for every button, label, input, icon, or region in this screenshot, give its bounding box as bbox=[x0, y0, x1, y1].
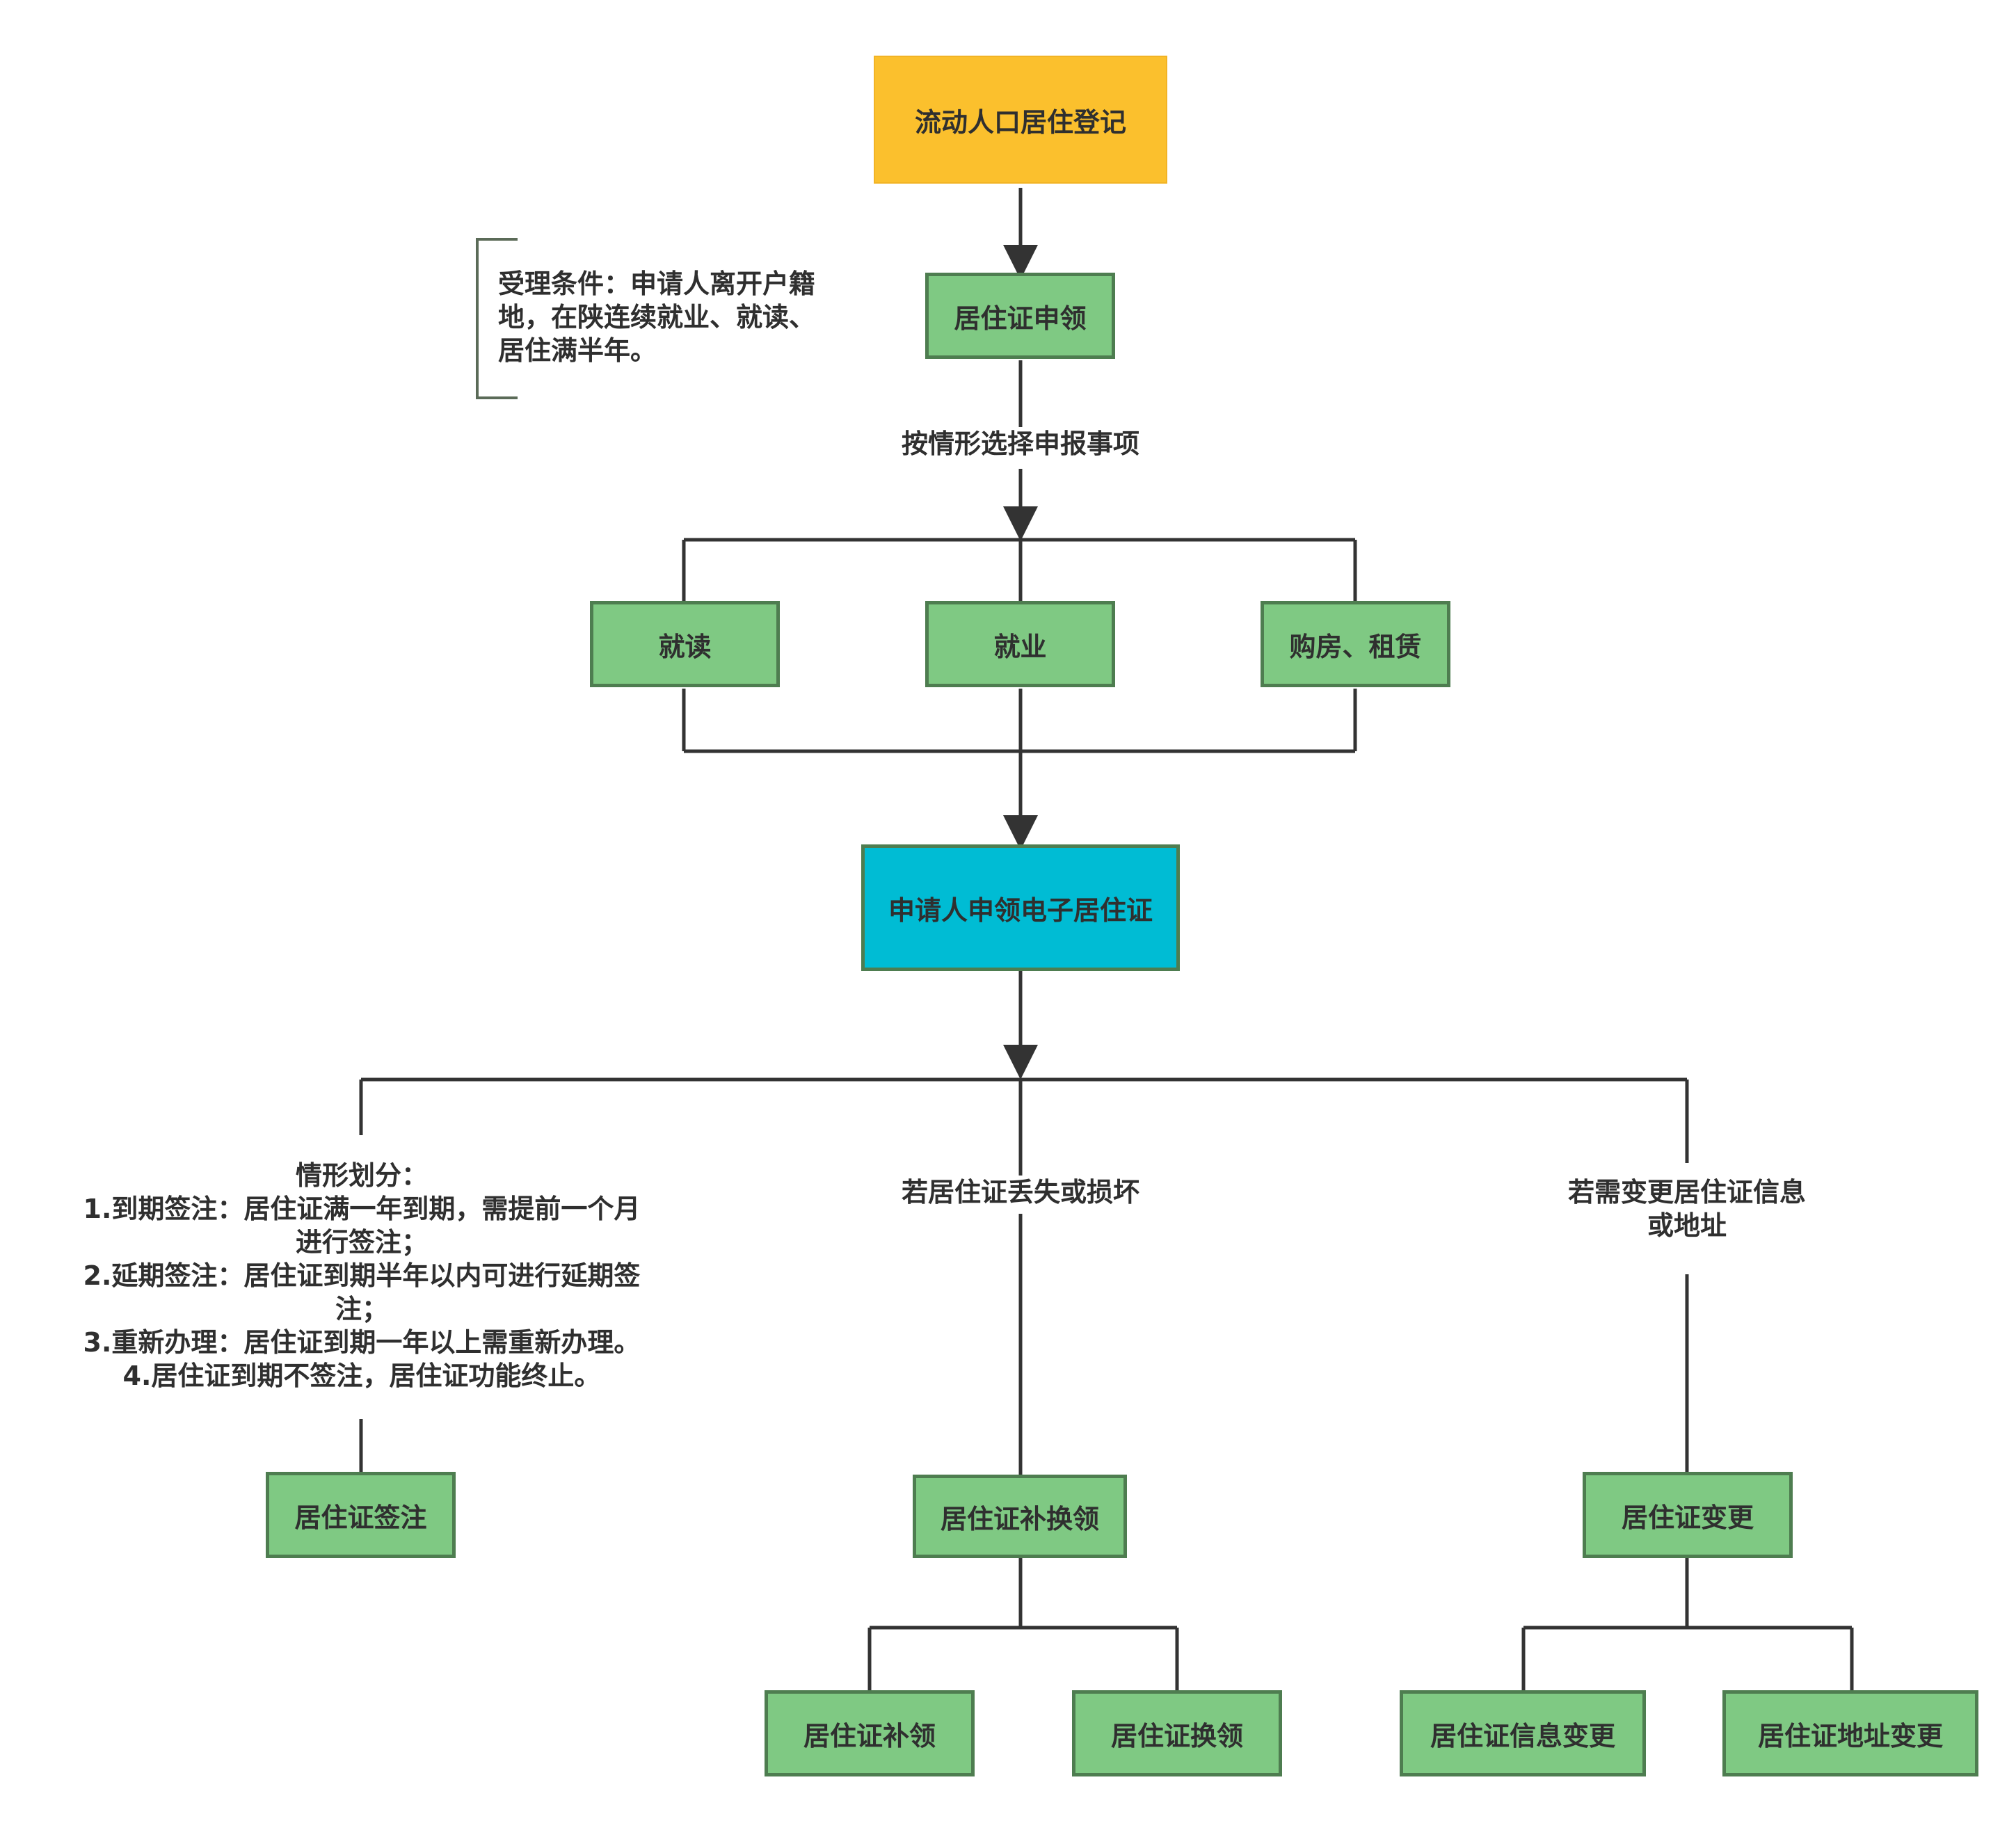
situation-line-5: 注； bbox=[335, 1294, 388, 1324]
node-reissue-replace: 居住证补换领 bbox=[913, 1475, 1127, 1558]
node-address-change: 居住证地址变更 bbox=[1722, 1690, 1978, 1776]
condition-bracket bbox=[476, 238, 518, 399]
situation-line-6: 3.重新办理：居住证到期一年以上需重新办理。 bbox=[83, 1327, 641, 1358]
node-study: 就读 bbox=[590, 601, 780, 687]
condition-line-2: 地，在陕连续就业、就读、 bbox=[498, 302, 816, 332]
situation-line-7: 4.居住证到期不签注，居住证功能终止。 bbox=[122, 1361, 601, 1391]
label-select-item: 按情形选择申报事项 bbox=[878, 427, 1163, 467]
label-info-change: 若需变更居住证信息 或地址 bbox=[1543, 1176, 1831, 1245]
situation-line-4: 2.延期签注：居住证到期半年以内可进行延期签 bbox=[83, 1260, 641, 1291]
node-permit-application: 居住证申领 bbox=[925, 273, 1115, 359]
node-work: 就业 bbox=[925, 601, 1115, 687]
node-electronic-permit: 申请人申领电子居住证 bbox=[861, 844, 1180, 971]
acceptance-condition-note: 受理条件：申请人离开户籍 地，在陕连续就业、就读、 居住满半年。 bbox=[498, 267, 860, 367]
label-lost-damaged: 若居住证丢失或损坏 bbox=[878, 1176, 1163, 1213]
node-permit-change: 居住证变更 bbox=[1583, 1472, 1793, 1558]
node-info-change: 居住证信息变更 bbox=[1400, 1690, 1646, 1776]
node-reissue: 居住证补领 bbox=[765, 1690, 975, 1776]
situation-line-1: 情形划分： bbox=[295, 1160, 428, 1191]
situation-line-3: 进行签注； bbox=[295, 1227, 428, 1258]
node-replace: 居住证换领 bbox=[1072, 1690, 1282, 1776]
node-endorsement: 居住证签注 bbox=[266, 1472, 456, 1558]
node-house-rent: 购房、租赁 bbox=[1261, 601, 1450, 687]
situation-line-2: 1.到期签注：居住证满一年到期，需提前一个月 bbox=[83, 1194, 641, 1224]
node-residence-registration: 流动人口居住登记 bbox=[874, 56, 1167, 184]
condition-line-3: 居住满半年。 bbox=[498, 335, 657, 366]
condition-line-1: 受理条件：申请人离开户籍 bbox=[498, 268, 816, 299]
label-info-change-line-2: 或地址 bbox=[1647, 1210, 1727, 1241]
situation-classification-note: 情形划分： 1.到期签注：居住证满一年到期，需提前一个月 进行签注； 2.延期签… bbox=[70, 1159, 654, 1393]
label-info-change-line-1: 若需变更居住证信息 bbox=[1567, 1177, 1806, 1208]
